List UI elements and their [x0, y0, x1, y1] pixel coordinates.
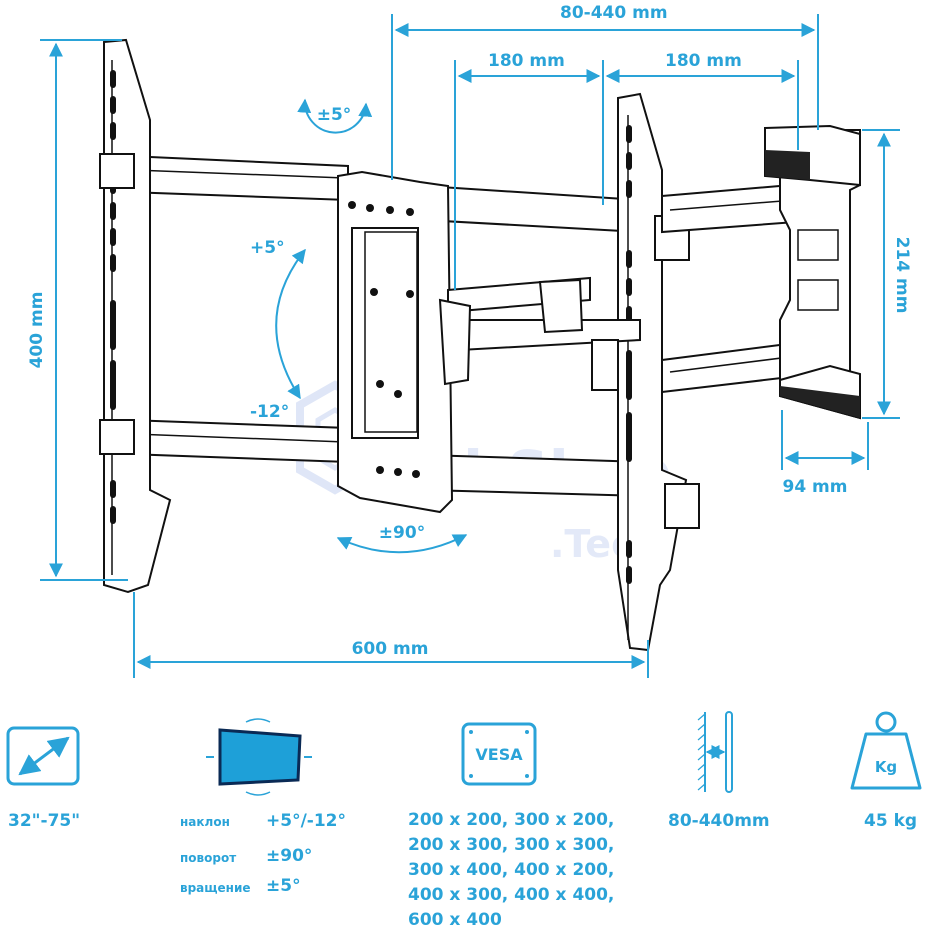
swivel-value: ±90°: [266, 846, 313, 866]
dim-width: 600 mm: [352, 639, 429, 659]
screen-size-value: 32"-75": [8, 811, 81, 831]
dimension-lines: 80-440 mm 180 mm 180 mm 400 mm 600 mm 21…: [27, 3, 912, 678]
tilt-swivel-screen-icon: [206, 718, 312, 796]
dim-wall-plate-height: 214 mm: [892, 237, 912, 314]
angle-rotate: ±5°: [317, 105, 352, 125]
angle-swivel: ±90°: [379, 523, 425, 543]
vesa-line: 600 x 400: [408, 910, 502, 930]
wall-distance-icon: [697, 711, 733, 793]
weight-icon-label: Kg: [875, 758, 897, 776]
tilt-value: +5°/-12°: [266, 811, 346, 831]
dim-arm-right: 180 mm: [665, 51, 742, 71]
vesa-line: 300 x 400, 400 x 200,: [408, 860, 615, 880]
angle-indicators: ±5° +5° -12° ±90°: [250, 98, 468, 554]
dim-depth-range: 80-440 mm: [560, 3, 668, 23]
vesa-line: 200 x 200, 300 x 200,: [408, 810, 615, 830]
rotate-label: вращение: [180, 881, 251, 895]
max-load-value: 45 kg: [864, 811, 918, 831]
angle-tilt-down: -12°: [250, 402, 289, 422]
vesa-list: 200 x 200, 300 x 200, 200 x 300, 300 x 3…: [408, 808, 614, 933]
weight-icon: Kg: [850, 711, 922, 790]
mount-drawing: [99, 38, 861, 652]
vesa-line: 200 x 300, 300 x 300,: [408, 835, 615, 855]
swivel-label: поворот: [180, 851, 237, 865]
rotate-value: ±5°: [266, 876, 301, 896]
dim-arm-left: 180 mm: [488, 51, 565, 71]
tilt-label: наклон: [180, 815, 230, 829]
wall-distance-value: 80-440mm: [668, 811, 770, 831]
angle-tilt-up: +5°: [250, 238, 285, 258]
vesa-icon: VESA: [461, 722, 537, 786]
dim-wall-plate-width: 94 mm: [782, 477, 847, 497]
vesa-icon-label: VESA: [475, 745, 523, 764]
vesa-line: 400 x 300, 400 x 400,: [408, 885, 615, 905]
dim-height: 400 mm: [27, 292, 47, 369]
diagonal-arrow-icon: [6, 726, 80, 786]
